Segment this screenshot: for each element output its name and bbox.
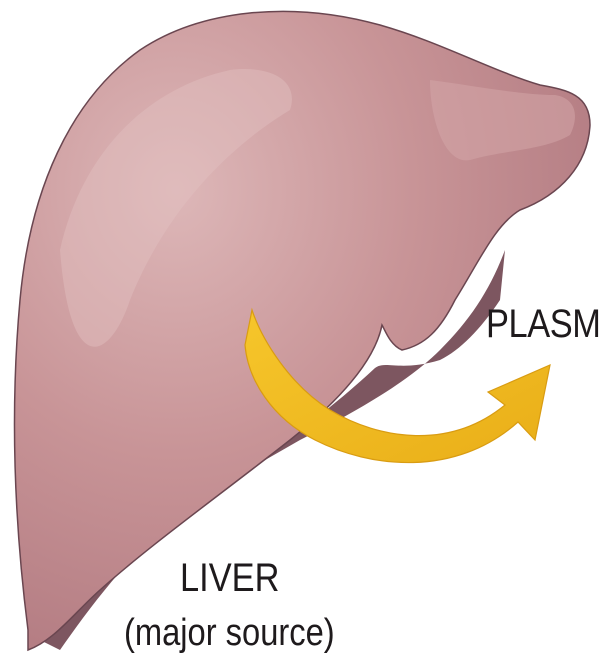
plasma-label: PLASMA — [486, 302, 599, 347]
major-source-label: (major source) — [124, 612, 335, 655]
liver-label: LIVER — [180, 556, 279, 601]
